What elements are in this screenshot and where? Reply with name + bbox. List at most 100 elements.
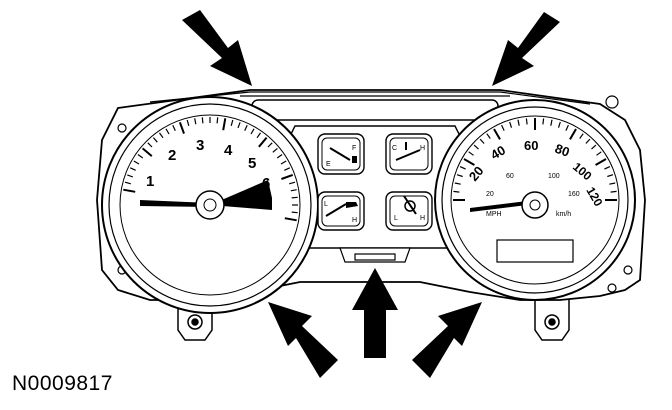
oil-can-icon [346,202,358,208]
odometer-display [496,239,574,263]
kmh-unit-label: km/h [556,211,571,218]
speedometer-hub [521,191,549,219]
oil-low-label: L [324,201,328,208]
speedo-tick [607,174,614,178]
figure-id-label: N0009817 [12,372,113,395]
speedo-tick [557,121,561,128]
tach-tick [152,137,158,143]
voltage-gauge: L H [385,191,433,231]
tach-tick [137,154,144,159]
speedo-tick [454,182,461,185]
speedometer-ticks [453,118,617,201]
temperature-gauge: C H [385,133,433,175]
tach-tick [129,167,136,171]
speedo-tick [459,166,466,170]
fuel-gauge: E F [317,133,365,175]
tach-tick [186,119,190,126]
callout-arrow-bottom-center [352,268,398,358]
tach-tick [280,160,287,165]
mph-unit-label: MPH [486,211,502,218]
speedo-tick [579,133,584,139]
speedo-tick [609,182,616,185]
speedo-tick [585,138,591,144]
oil-pressure-gauge: L H [317,191,365,231]
speedometer: 20 40 60 80 100 120 20 60 100 160 MPH km… [434,99,636,301]
tach-tick [124,181,131,185]
tach-tick [250,128,255,135]
tach-tick [291,196,298,199]
kmh-label-60: 60 [506,173,514,180]
speedo-tick [565,124,569,131]
tach-label-4: 4 [224,142,233,159]
tach-tick [201,117,204,124]
tach-tick [216,117,219,124]
fuel-low-label: E [326,161,331,168]
kmh-label-160: 160 [568,191,580,198]
speedo-tick [473,144,479,150]
tach-tick [244,124,248,131]
tachometer: 1 2 3 4 5 6 [101,96,319,314]
speedo-label-40: 40 [488,142,508,162]
callout-arrow-bottom-left [268,302,338,378]
speedo-tick [479,138,485,144]
speedo-tick [591,144,597,150]
tach-tick [258,136,268,148]
speedo-tick [610,190,617,193]
tachometer-hub [195,190,225,220]
speedo-tick [569,128,577,140]
speedo-tick [595,158,607,166]
fuel-pump-icon [352,156,357,163]
speedo-label-80: 80 [553,141,572,160]
tach-tick [291,211,298,214]
tachometer-redline-zone [210,180,272,210]
speedo-tick [542,118,545,125]
center-lower-tab [339,247,411,263]
speedo-tick [525,118,528,125]
tach-tick [276,154,283,159]
kmh-label-100: 100 [548,173,560,180]
speedo-tick [453,190,460,193]
tach-label-5: 5 [248,155,256,172]
speedo-label-60: 60 [524,138,538,153]
speedo-tick [468,151,474,156]
fuel-high-label: F [352,145,356,152]
tach-tick [267,142,273,148]
tach-tick [147,142,153,148]
speedo-tick [456,174,463,178]
tach-label-1: 1 [146,173,154,190]
tach-tick [133,160,140,165]
speedo-tick [550,119,553,126]
tach-tick [194,118,197,125]
speedo-tick [486,133,491,139]
temp-low-label: C [392,145,397,152]
tach-tick [284,217,297,222]
tachometer-needle [140,200,210,207]
voltage-high-label: H [420,215,425,222]
tach-tick [165,128,170,135]
tach-tick [237,122,241,129]
tach-tick [289,181,296,185]
tach-tick [230,119,234,126]
tach-tick [222,118,227,131]
speedometer-needle [470,200,535,212]
speedometer-inner-labels: 20 60 100 160 [486,173,580,198]
tach-tick [284,167,291,171]
oil-high-label: H [352,217,357,224]
tach-tick [281,173,294,180]
mounting-tab-right [534,297,570,341]
voltage-low-label: L [394,215,398,222]
tach-tick [159,132,164,139]
speedo-tick [517,119,520,126]
speedo-tick [509,121,513,128]
speedo-tick [493,128,501,140]
tach-tick [172,124,176,131]
callout-arrow-bottom-right [412,302,482,378]
speedo-tick [501,124,505,131]
tach-tick [272,147,278,153]
tach-label-3: 3 [196,137,204,154]
tach-tick [178,121,185,134]
tachometer-ticks [123,117,298,222]
tach-tick [127,174,134,178]
speedo-tick [596,151,602,156]
